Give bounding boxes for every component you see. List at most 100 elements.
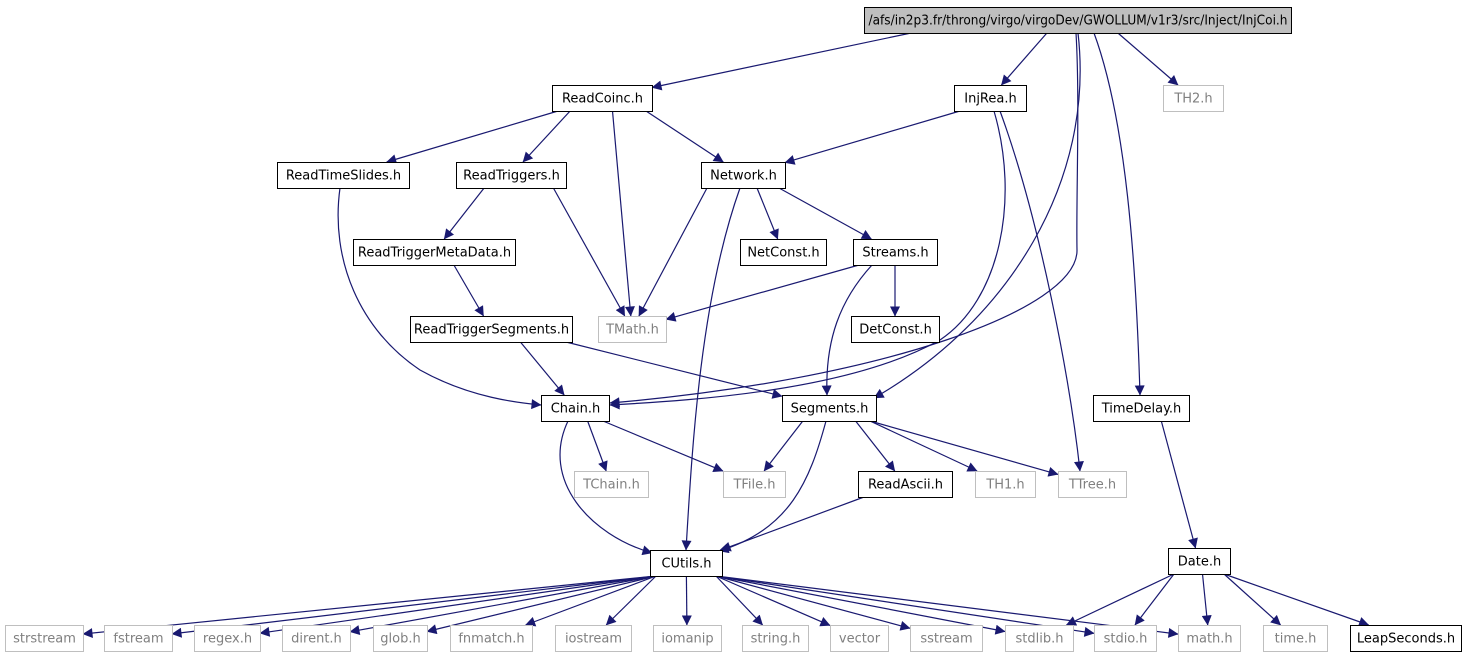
node-label: Network.h: [710, 169, 777, 184]
node-fstream: fstream: [104, 625, 173, 652]
node-box: [552, 85, 653, 112]
edge-segments-to-ttree: [869, 420, 1059, 477]
edge-injrea-to-network: [784, 110, 961, 165]
edge-cutils-to-fnmatch: [525, 575, 657, 627]
node-label: ReadTriggerMetaData.h: [358, 246, 511, 261]
node-tmath: TMath.h: [598, 316, 667, 343]
edge-readtriggers-to-tmath: [552, 187, 626, 317]
node-label: InjRea.h: [964, 92, 1016, 107]
node-label: ReadAscii.h: [868, 478, 943, 493]
edge-cutils-to-iomanip: [681, 575, 692, 626]
node-label: iomanip: [661, 632, 713, 647]
node-strstream: strstream: [5, 625, 84, 652]
edge-network-to-netconst: [756, 187, 779, 240]
node-iomanip: iomanip: [653, 625, 722, 652]
node-readascii[interactable]: ReadAscii.h: [858, 471, 953, 498]
node-label: fstream: [113, 632, 163, 647]
node-label: TFile.h: [732, 478, 775, 493]
edge-date-to-math: [1201, 573, 1212, 626]
node-box: [742, 625, 809, 652]
node-stdlib: stdlib.h: [1005, 625, 1074, 652]
edge-root-to-timedelay: [1093, 32, 1145, 396]
node-label: regex.h: [203, 632, 252, 647]
node-tchain: TChain.h: [574, 471, 649, 498]
edge-segments-to-th1: [869, 420, 978, 472]
edge-cutils-to-glob: [426, 575, 657, 635]
node-chain[interactable]: Chain.h: [541, 395, 610, 422]
node-box: [194, 625, 261, 652]
node-date[interactable]: Date.h: [1168, 548, 1231, 575]
node-network[interactable]: Network.h: [701, 162, 786, 189]
node-label: TH1.h: [985, 478, 1024, 493]
node-readtriggersegments[interactable]: ReadTriggerSegments.h: [410, 316, 573, 343]
node-injrea[interactable]: InjRea.h: [954, 85, 1027, 112]
node-ttree: TTree.h: [1058, 471, 1127, 498]
node-box: [598, 316, 667, 343]
node-box: [1350, 625, 1462, 652]
edge-readascii-to-cutils: [720, 496, 865, 552]
node-box: [830, 625, 889, 652]
edge-date-to-time: [1223, 573, 1282, 626]
node-label: /afs/in2p3.fr/throng/virgo/virgoDev/GWOL…: [869, 14, 1288, 29]
node-label: Chain.h: [551, 402, 601, 417]
node-netconst[interactable]: NetConst.h: [740, 239, 827, 266]
node-label: vector: [839, 632, 881, 647]
node-label: ReadTriggerSegments.h: [414, 323, 569, 338]
node-readtriggermetadata[interactable]: ReadTriggerMetaData.h: [353, 239, 516, 266]
node-box: [858, 471, 953, 498]
edge-date-to-stdlib: [1065, 573, 1175, 626]
node-box: [653, 625, 722, 652]
node-label: sstream: [920, 632, 972, 647]
edge-segments-to-readascii: [855, 420, 896, 472]
node-label: iostream: [565, 632, 622, 647]
node-label: TimeDelay.h: [1101, 402, 1182, 417]
edge-readcoinc-to-readtriggers: [522, 110, 571, 163]
node-readcoinc[interactable]: ReadCoinc.h: [552, 85, 653, 112]
node-readtimeslides[interactable]: ReadTimeSlides.h: [277, 162, 410, 189]
edge-cutils-to-stdio: [715, 575, 1095, 637]
edge-date-to-leapseconds: [1223, 573, 1370, 627]
edge-date-to-stdio: [1134, 573, 1175, 626]
node-box: [1263, 625, 1328, 652]
node-box: [975, 471, 1036, 498]
node-timedelay[interactable]: TimeDelay.h: [1093, 395, 1190, 422]
edge-cutils-to-dirent: [349, 575, 657, 636]
edge-cutils-to-regex: [259, 575, 657, 637]
node-box: [782, 395, 877, 422]
node-label: NetConst.h: [747, 246, 819, 261]
edge-cutils-to-stdlib: [715, 575, 1006, 635]
edge-readtriggermetadata-to-readtriggersegments: [453, 264, 485, 317]
node-glob: glob.h: [373, 625, 428, 652]
node-box: [456, 162, 567, 189]
node-root[interactable]: /afs/in2p3.fr/throng/virgo/virgoDev/GWOL…: [864, 7, 1292, 34]
edge-streams-to-segments: [821, 264, 873, 396]
node-box: [740, 239, 827, 266]
node-leapseconds[interactable]: LeapSeconds.h: [1350, 625, 1462, 652]
node-cutils[interactable]: CUtils.h: [650, 550, 723, 577]
node-box: [410, 316, 573, 343]
node-readtriggers[interactable]: ReadTriggers.h: [456, 162, 567, 189]
node-segments[interactable]: Segments.h: [782, 395, 877, 422]
node-label: LeapSeconds.h: [1357, 632, 1455, 647]
edge-root-to-th2: [1117, 32, 1179, 86]
node-math: math.h: [1178, 625, 1241, 652]
node-tfile: TFile.h: [723, 471, 786, 498]
node-label: strstream: [13, 632, 76, 647]
node-streams[interactable]: Streams.h: [853, 239, 938, 266]
node-label: stdio.h: [1104, 632, 1148, 647]
node-label: TMath.h: [605, 323, 659, 338]
node-box: [1093, 395, 1190, 422]
edge-chain-to-cutils: [559, 420, 653, 556]
node-label: time.h: [1275, 632, 1317, 647]
edge-cutils-to-strstream: [82, 575, 657, 639]
edge-chain-to-tchain: [587, 420, 608, 472]
edge-cutils-to-fstream: [171, 575, 657, 638]
edge-cutils-to-string: [715, 575, 764, 626]
edge-cutils-to-vector: [715, 575, 831, 627]
node-box: [541, 395, 610, 422]
node-label: TTree.h: [1068, 478, 1116, 493]
node-dirent: dirent.h: [282, 625, 351, 652]
node-detconst[interactable]: DetConst.h: [851, 316, 940, 343]
edge-root-to-segments: [873, 32, 1081, 399]
node-label: Segments.h: [791, 402, 869, 417]
